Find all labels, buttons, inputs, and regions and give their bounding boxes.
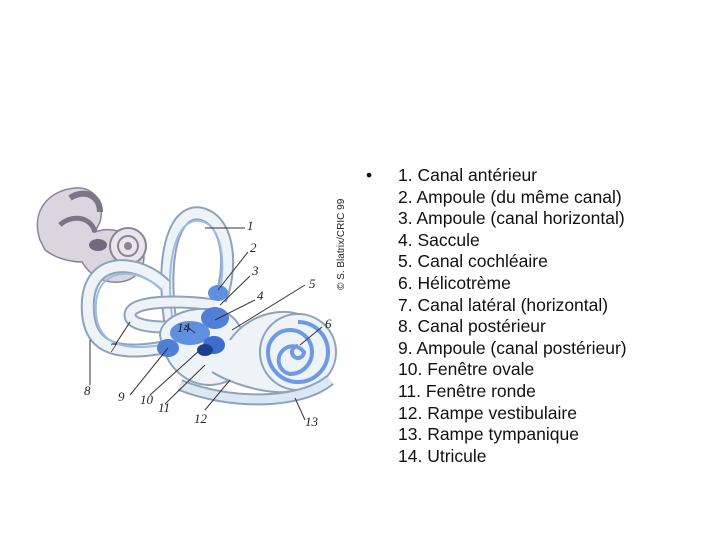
legend-item: 13. Rampe tympanique [398, 424, 579, 445]
fig-num-10: 10 [140, 392, 154, 407]
fig-num-6: 6 [325, 316, 332, 331]
legend-item: 8. Canal postérieur [398, 316, 546, 337]
ear-overview-inset [36, 187, 147, 283]
copyright-credit: © S. Blatrix/CRIC 99 [336, 198, 347, 290]
legend-item: 12. Rampe vestibulaire [398, 402, 577, 423]
legend: • 1. Canal antérieur 2. Ampoule (du même… [366, 165, 627, 467]
fig-num-1: 1 [247, 218, 254, 233]
legend-item: 4. Saccule [398, 229, 480, 250]
legend-item: 11. Fenêtre ronde [398, 380, 536, 401]
fig-num-14: 14 [177, 320, 191, 335]
fig-num-11: 11 [158, 400, 170, 415]
leader-lines [89, 227, 323, 421]
fig-num-12: 12 [194, 411, 208, 426]
legend-item: 5. Canal cochléaire [398, 251, 548, 272]
legend-item: 10. Fenêtre ovale [398, 359, 535, 380]
fig-num-7: 7 [110, 340, 117, 355]
legend-item: 6. Hélicotrème [398, 272, 511, 293]
fig-num-2: 2 [250, 240, 257, 255]
legend-item: 14. Utricule [398, 445, 487, 466]
legend-item: 9. Ampoule (canal postérieur) [398, 337, 627, 358]
legend-item: 1. Canal antérieur [398, 165, 538, 185]
figure-numbers: 1 2 3 4 5 6 7 8 9 10 11 12 13 14 [84, 218, 332, 429]
legend-item: 7. Canal latéral (horizontal) [398, 294, 609, 315]
fig-num-13: 13 [305, 414, 319, 429]
legend-bullet: • [366, 165, 373, 185]
legend-item: 3. Ampoule (canal horizontal) [398, 208, 625, 229]
fig-num-8: 8 [84, 383, 91, 398]
legend-list: 1. Canal antérieur 2. Ampoule (du même c… [366, 165, 627, 467]
fig-num-9: 9 [118, 389, 125, 404]
fig-num-4: 4 [257, 288, 264, 303]
fig-num-3: 3 [251, 263, 259, 278]
fig-num-5: 5 [309, 276, 316, 291]
legend-item: 2. Ampoule (du même canal) [398, 186, 622, 207]
